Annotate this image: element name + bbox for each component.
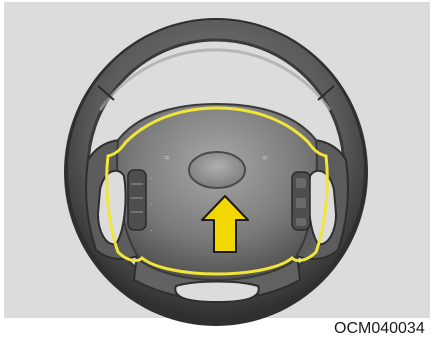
horn-emblem xyxy=(189,152,245,188)
svg-text:-: - xyxy=(150,201,152,208)
right-hub-mark: = xyxy=(262,154,268,162)
svg-text:-: - xyxy=(150,175,152,182)
svg-text:-: - xyxy=(150,227,152,234)
right-switch-cluster xyxy=(292,172,310,230)
figure-code: OCM040034 xyxy=(334,320,434,338)
left-hub-mark: = xyxy=(164,154,170,162)
